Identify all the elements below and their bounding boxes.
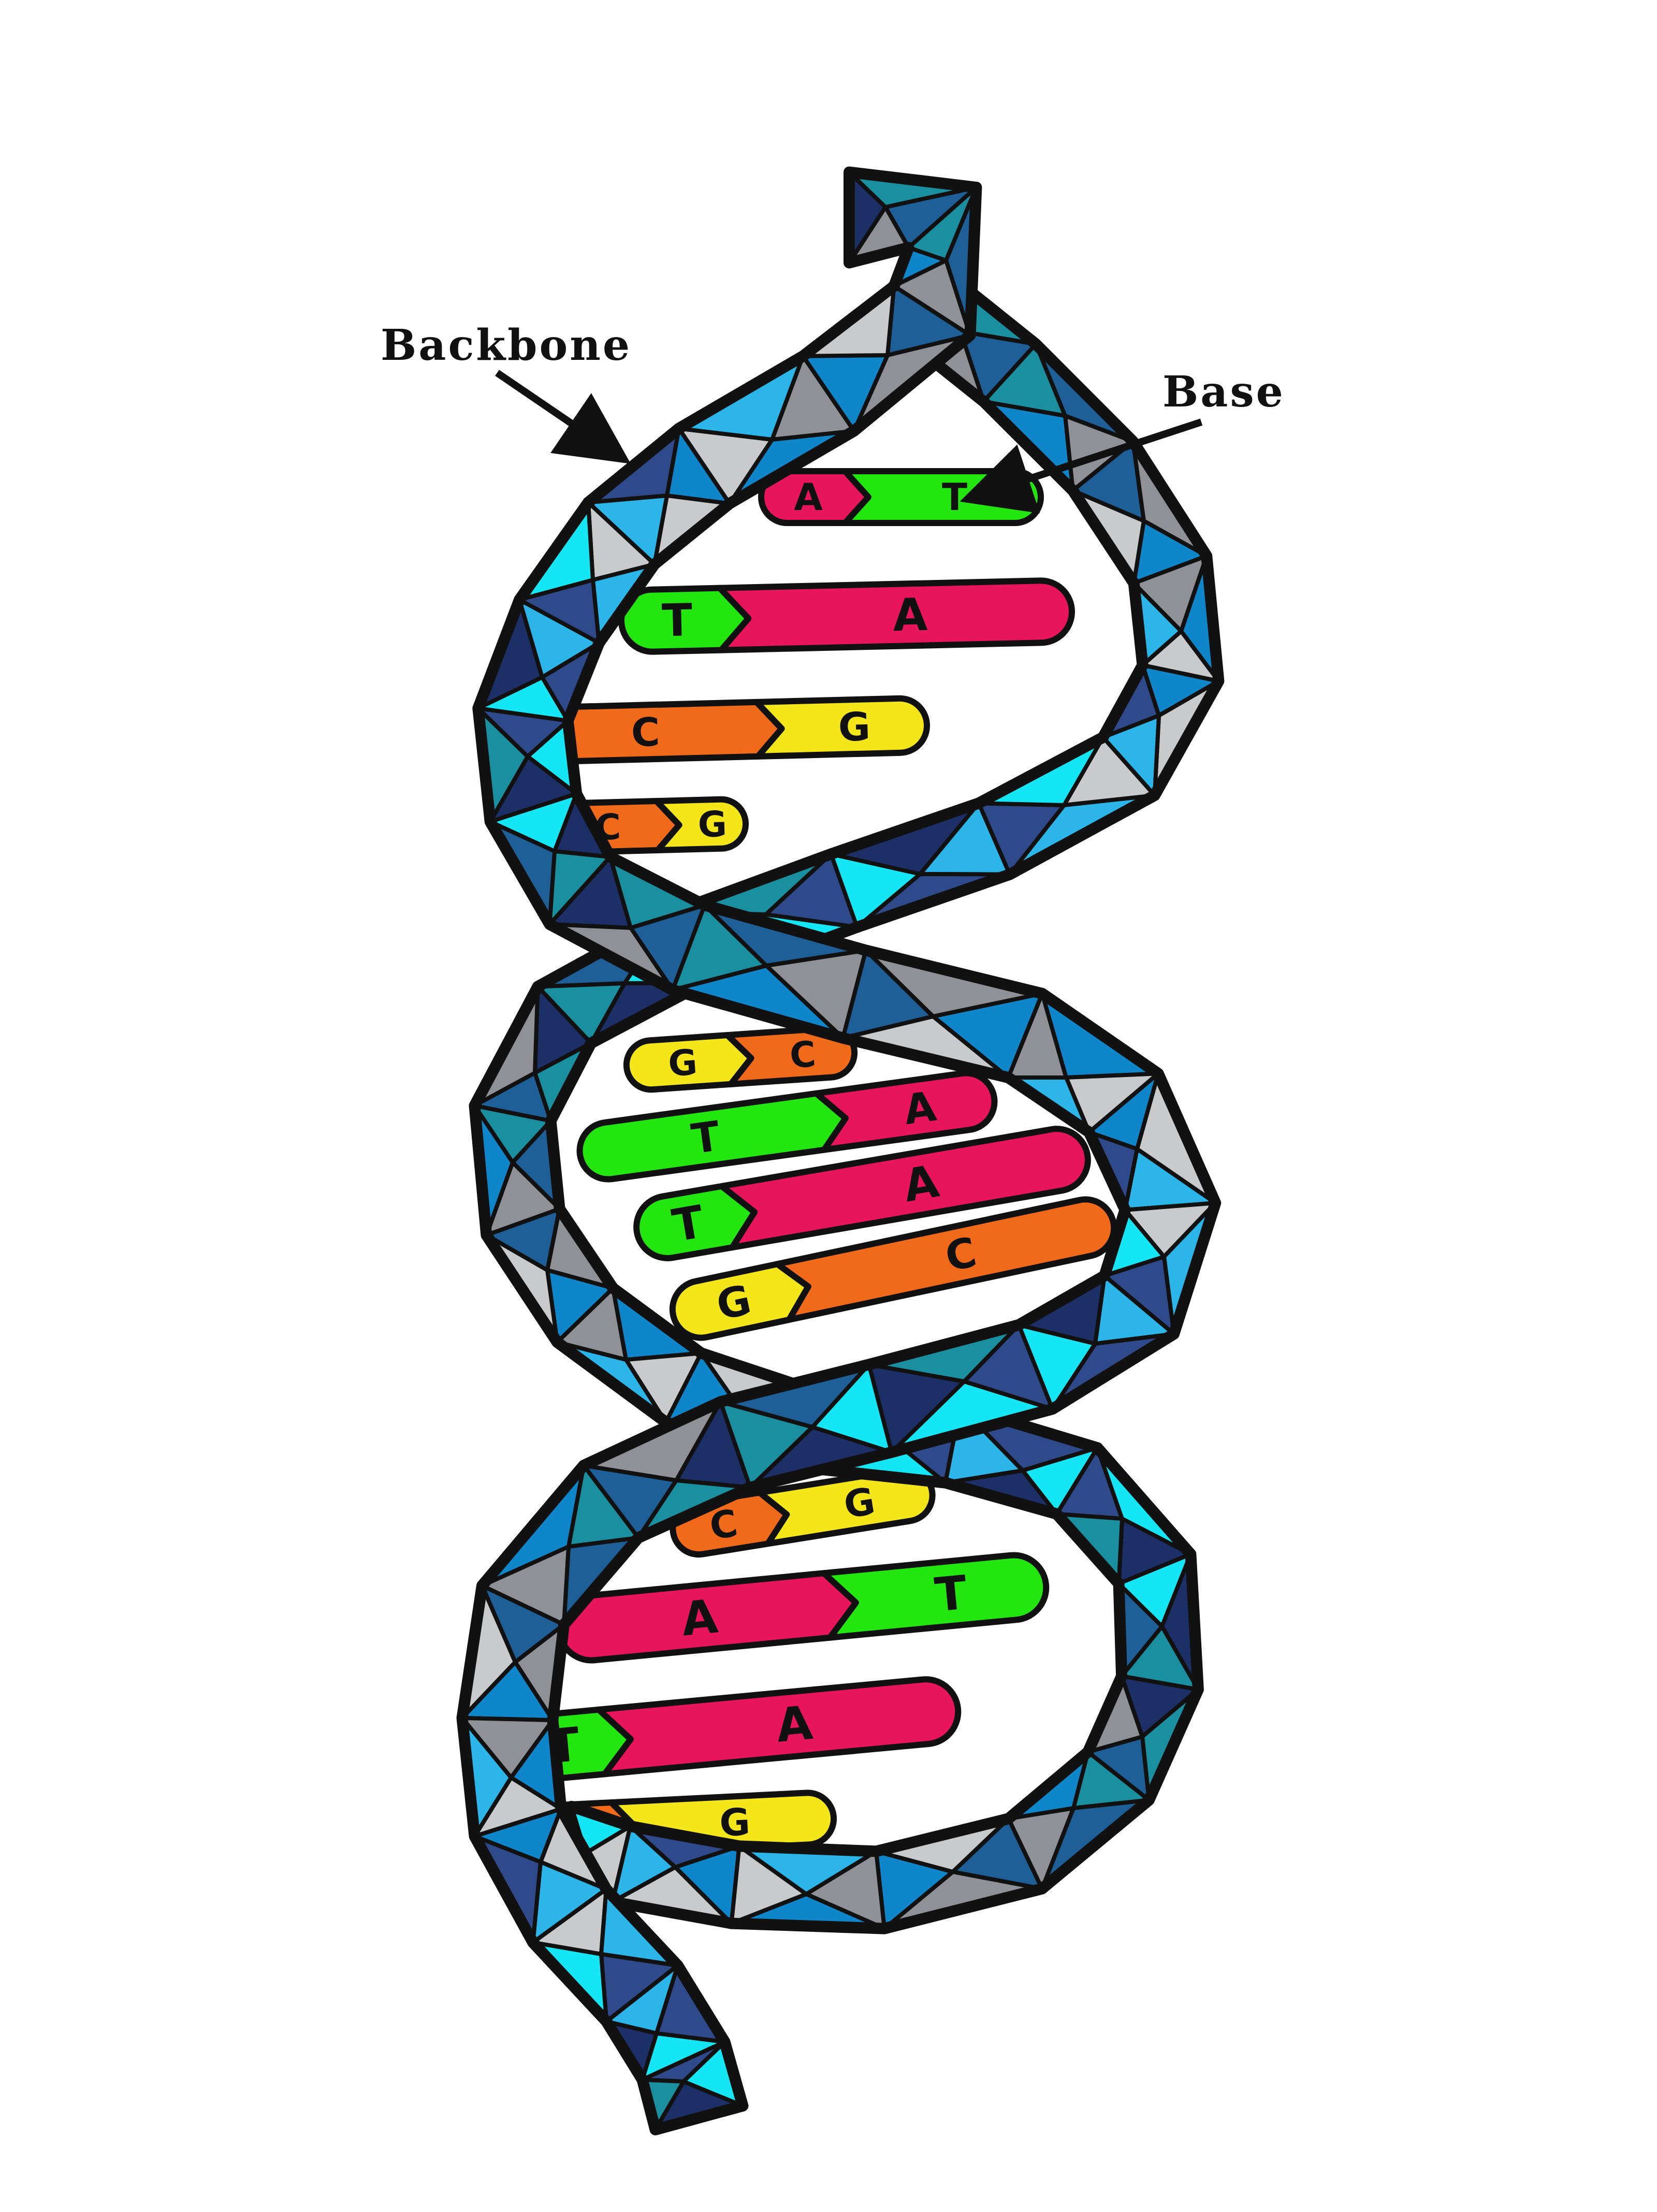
base-A-right xyxy=(717,577,1075,653)
base-callout: Base xyxy=(960,367,1285,514)
base-letter: G xyxy=(838,704,871,750)
base-letter: A xyxy=(679,1589,720,1647)
base-pair-group: ATTACGCGGCTATAGCCGATTACG xyxy=(509,468,1117,1861)
base-letter: A xyxy=(892,589,928,642)
base-G-left xyxy=(669,1261,811,1341)
base-arrow xyxy=(960,418,1203,514)
base-pair: TA xyxy=(633,1126,1091,1261)
base-T-right xyxy=(821,1552,1050,1641)
base-letter: A xyxy=(774,1696,815,1753)
base-letter: G xyxy=(697,804,728,846)
base-letter: A xyxy=(794,475,823,519)
backbone-callout: Backbone xyxy=(381,321,632,464)
backbone-label: Backbone xyxy=(381,321,632,370)
base-pair: GC xyxy=(669,1196,1117,1341)
base-G-right xyxy=(753,695,930,760)
base-letter: T xyxy=(933,1565,969,1622)
base-G-left xyxy=(623,1032,754,1093)
base-letter: G xyxy=(667,1042,699,1085)
backbone-outline xyxy=(456,166,1222,2136)
base-G-right xyxy=(653,796,749,853)
base-letter: G xyxy=(841,1479,878,1527)
base-pair: TA xyxy=(576,1070,998,1183)
base-letter: T xyxy=(942,475,967,519)
base-letter: C xyxy=(789,1034,817,1076)
base-letter: C xyxy=(631,709,661,755)
backbone-strand-front xyxy=(456,166,1222,2136)
base-C-right xyxy=(774,1196,1117,1323)
base-T-left xyxy=(576,1090,849,1183)
base-letter: A xyxy=(901,1082,939,1134)
backbone-group xyxy=(456,166,1225,2136)
base-label: Base xyxy=(1162,367,1285,417)
base-letter: T xyxy=(661,594,693,647)
base-letter: T xyxy=(689,1112,723,1163)
backbone-arrow xyxy=(495,370,631,464)
base-T-left xyxy=(633,1183,758,1261)
base-letter: G xyxy=(718,1800,751,1845)
base-A-right xyxy=(718,1126,1091,1251)
base-A-right xyxy=(595,1676,962,1778)
